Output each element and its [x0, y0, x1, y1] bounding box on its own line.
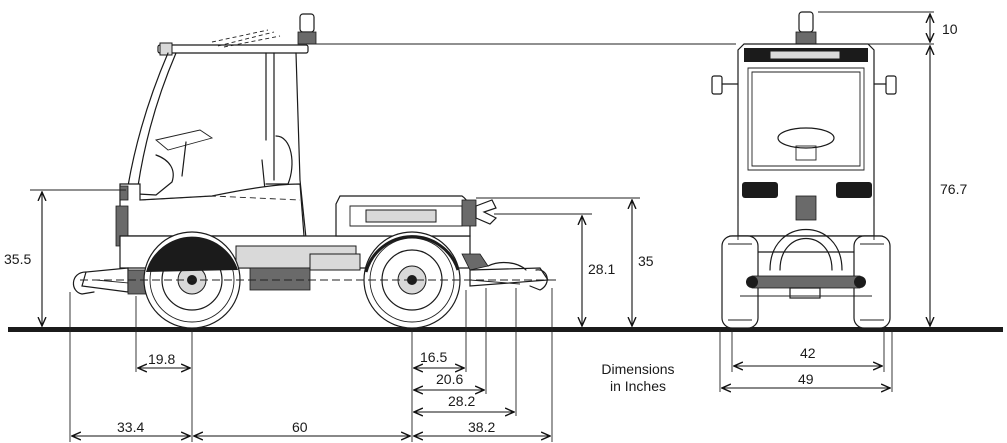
dim-rear-offset-28-2: 28.2: [414, 393, 514, 412]
svg-text:10: 10: [942, 21, 958, 37]
svg-text:19.8: 19.8: [148, 351, 175, 367]
dim-rear-offset-20-6: 20.6: [414, 371, 484, 390]
units-note: Dimensions in Inches: [601, 361, 674, 394]
extension-lines: [30, 11, 934, 442]
dim-rear-overhang-38-2: 38.2: [414, 419, 550, 436]
units-note-line2: in Inches: [610, 378, 666, 394]
svg-text:35: 35: [638, 253, 654, 269]
side-view-vehicle: [72, 13, 560, 329]
dim-track-width: 42: [734, 345, 882, 366]
dim-rear-offset-16-5: 16.5: [414, 349, 464, 368]
dim-front-hitch-height: 35.5: [4, 192, 42, 326]
dim-rear-hitch-high-height: 35: [632, 200, 654, 326]
svg-text:16.5: 16.5: [420, 349, 447, 365]
dim-beacon-height: 10: [930, 14, 958, 42]
dim-front-overhang-33-4: 33.4: [72, 419, 190, 436]
dim-wheelbase: 60: [194, 419, 410, 436]
svg-text:20.6: 20.6: [436, 371, 463, 387]
svg-text:33.4: 33.4: [117, 419, 144, 435]
svg-text:28.2: 28.2: [448, 393, 475, 409]
dim-front-overhang-19-8: 19.8: [138, 351, 190, 368]
svg-text:35.5: 35.5: [4, 251, 31, 267]
svg-text:49: 49: [798, 371, 814, 387]
svg-text:38.2: 38.2: [468, 419, 495, 435]
dim-overall-width: 49: [722, 371, 890, 388]
svg-text:60: 60: [292, 419, 308, 435]
dim-overall-height: 76.7: [930, 46, 967, 326]
dim-rear-hitch-low-height: 28.1: [582, 216, 615, 326]
svg-text:42: 42: [800, 345, 816, 361]
ground-line: [8, 327, 1003, 332]
svg-text:28.1: 28.1: [588, 261, 615, 277]
units-note-line1: Dimensions: [601, 361, 674, 377]
svg-text:76.7: 76.7: [940, 181, 967, 197]
front-view-vehicle: [711, 11, 897, 329]
